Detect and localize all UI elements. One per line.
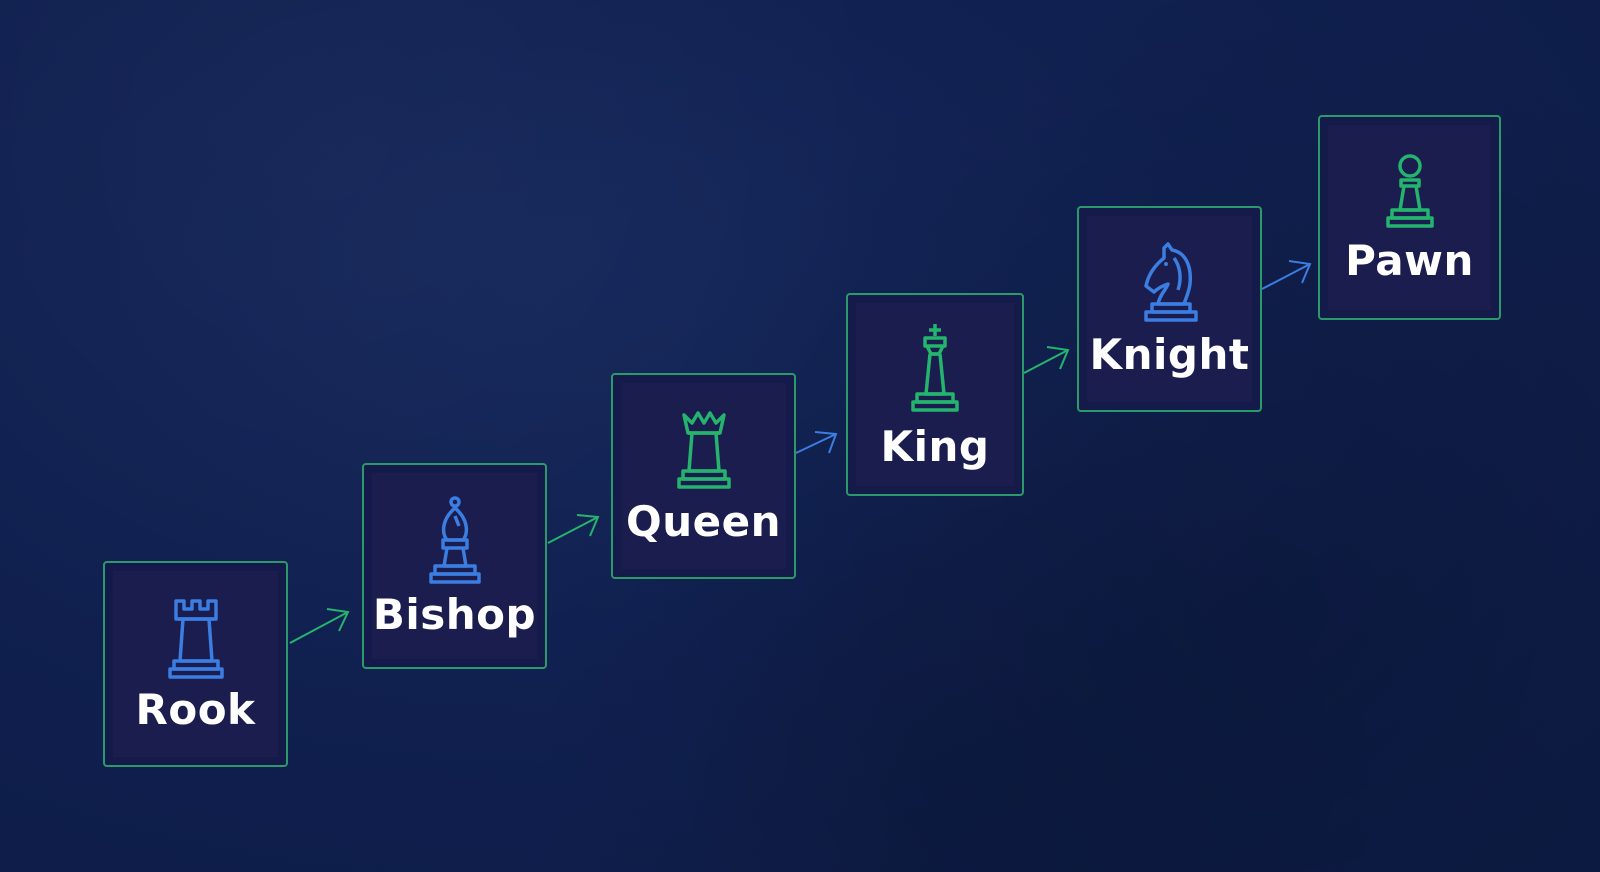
card-queen-inner: Queen (621, 383, 786, 569)
queen-icon (676, 411, 731, 489)
card-bishop-inner: Bishop (372, 473, 537, 659)
card-knight: Knight (1077, 206, 1262, 412)
rook-label: Rook (135, 685, 256, 734)
knight-label: Knight (1089, 330, 1250, 379)
card-king-inner: King (856, 303, 1014, 486)
arrow-bishop-to-queen (547, 514, 600, 544)
card-pawn-inner: Pawn (1328, 125, 1491, 310)
arrow-king-to-knight (1023, 346, 1070, 374)
king-icon (911, 323, 959, 412)
bishop-label: Bishop (372, 590, 537, 639)
card-rook: Rook (103, 561, 288, 767)
arrow-rook-to-bishop (289, 608, 350, 644)
card-knight-inner: Knight (1087, 216, 1252, 402)
knight-icon (1143, 242, 1198, 322)
rook-icon (167, 599, 224, 679)
card-pawn: Pawn (1318, 115, 1501, 320)
arrow-queen-to-king (795, 431, 838, 454)
pawn-label: Pawn (1345, 235, 1474, 285)
queen-label: Queen (626, 497, 781, 546)
bishop-icon (428, 496, 481, 584)
king-label: King (880, 421, 990, 471)
arrow-knight-to-pawn (1261, 260, 1312, 290)
pawn-icon (1385, 153, 1434, 228)
card-rook-inner: Rook (113, 571, 278, 757)
card-king: King (846, 293, 1024, 496)
card-bishop: Bishop (362, 463, 547, 669)
card-queen: Queen (611, 373, 796, 579)
